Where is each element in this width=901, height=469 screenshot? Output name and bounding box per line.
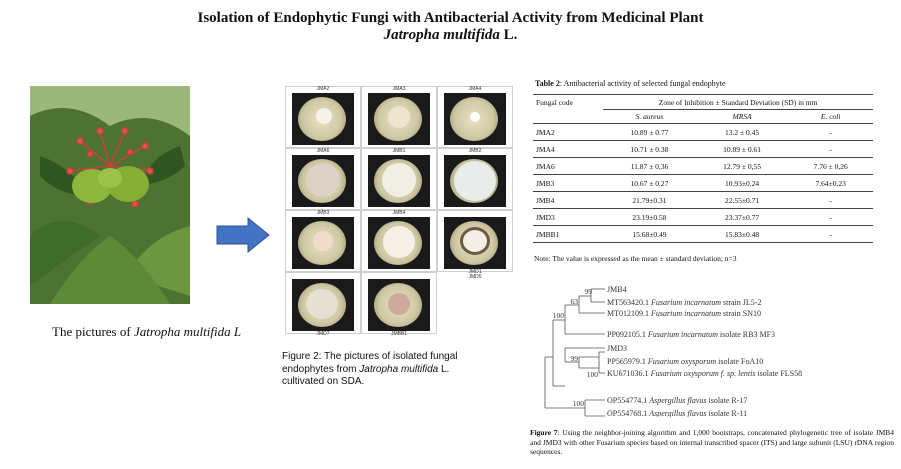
tree-leaf: OP554768.1 Aspergillus flavus isolate R-… (607, 409, 747, 417)
petri-dish: JMB1 (361, 148, 437, 210)
column-header: E. coli (788, 109, 873, 124)
petri-dish (437, 210, 513, 272)
column-header: MRSA (695, 109, 789, 124)
tree-leaf: PP565979.1 Fusarium oxysporum isolate Fo… (607, 357, 763, 366)
petri-dish (361, 272, 437, 334)
petri-dish: JMB2 (437, 148, 513, 210)
petri-dish (285, 272, 361, 334)
poster-title: Isolation of Endophytic Fungi with Antib… (0, 10, 901, 44)
petri-dish: JMA6 (285, 148, 361, 210)
plant-caption: The pictures of Jatropha multifida L (52, 324, 242, 339)
title-line-2: Jatropha multifida L. (383, 27, 518, 43)
tree-leaf: JMD3 (607, 344, 627, 353)
petri-dish-label: JMD1 (468, 269, 482, 275)
column-header: S. aureus (603, 109, 696, 124)
petri-dish: JMB4 (361, 210, 437, 272)
tree-leaf: JMB4 (607, 285, 627, 294)
tree-leaf: OP554774.1 Aspergillus flavus isolate R-… (607, 396, 747, 405)
column-header: Zone of Inhibition ± Standard Deviation … (603, 94, 873, 110)
tree-leaf: MT012109.1 Fusarium incarnatum strain SN… (607, 309, 761, 318)
bootstrap-value: 99 (571, 354, 579, 363)
figure-2-caption: Figure 2: The pictures of isolated funga… (282, 351, 458, 387)
antibacterial-activity-table: Fungal code Zone of Inhibition ± Standar… (533, 94, 873, 243)
figure-7-caption: Figure 7: Using the neighbor-joining alg… (530, 428, 895, 456)
tree-leaf: MT563420.1 Fusarium incarnatum strain JL… (607, 298, 761, 307)
petri-dish: JMB3 (285, 210, 361, 272)
petri-dish-label: JMBB1 (390, 331, 408, 337)
table-note: Note: The value is expressed as the mean… (534, 254, 737, 263)
table-caption: Table 2: Antibacterial activity of selec… (535, 79, 726, 88)
petri-dish: JMA4 (437, 86, 513, 148)
bootstrap-value: 100 (573, 399, 585, 408)
petri-dish-label: JMD7 (316, 331, 330, 337)
jatropha-plant-photo (30, 86, 190, 304)
tree-leaf: KU671036.1 Fusarium oxysporum f. sp. len… (607, 369, 802, 378)
petri-dish: JMA3 (361, 86, 437, 148)
phylogenetic-tree: 99 63 100 99 100 100 JMB4 MT563420.1 Fus… (544, 285, 802, 417)
tree-leaf: PP092105.1 Fusarium incarnatum isolate R… (607, 330, 775, 339)
petri-dish: JMA2 (285, 86, 361, 148)
title-line-1: Isolation of Endophytic Fungi with Antib… (197, 10, 704, 26)
right-arrow-icon (216, 217, 270, 253)
bootstrap-value: 63 (571, 297, 579, 306)
bootstrap-value: 100 (553, 311, 565, 320)
fungal-isolates-grid: JMA2 JMA3 JMA4 JMA6 JMB1 JMB2 JMB3 JMB4 … (279, 86, 513, 337)
petri-dish-label: JMD5 (468, 274, 482, 280)
bootstrap-value: 100 (587, 370, 599, 379)
column-header: Fungal code (533, 94, 604, 110)
bootstrap-value: 99 (585, 287, 593, 296)
